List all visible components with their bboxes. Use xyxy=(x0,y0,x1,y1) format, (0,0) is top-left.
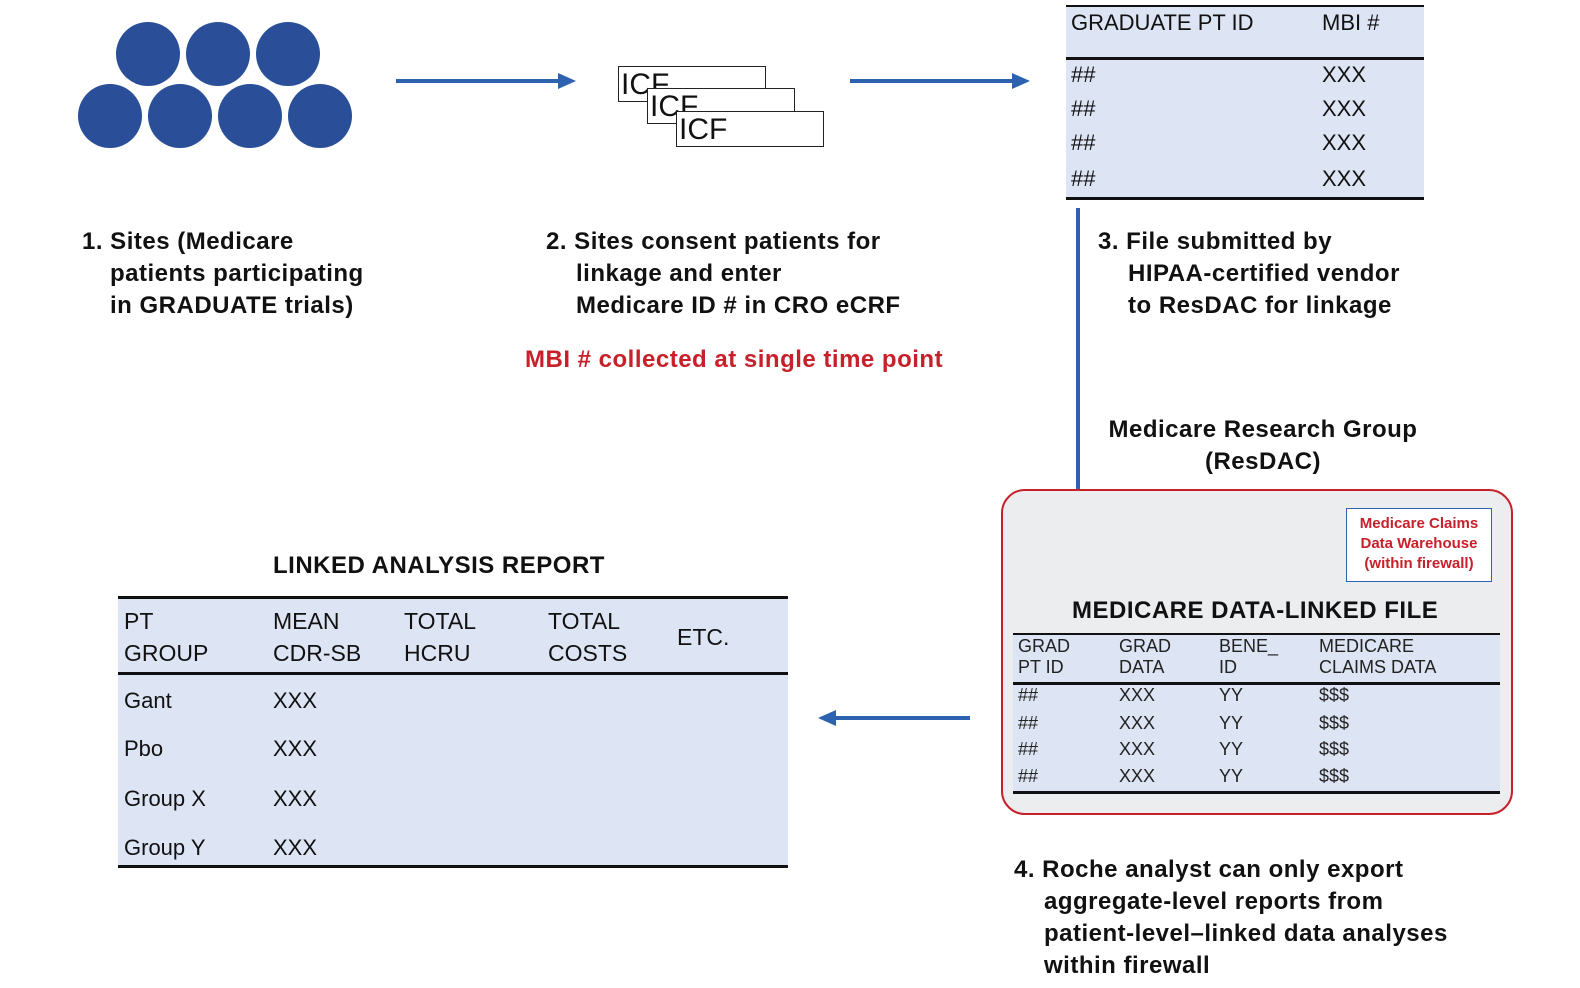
site-dot xyxy=(288,84,352,148)
site-dot xyxy=(218,84,282,148)
caption-line: in GRADUATE trials) xyxy=(110,292,354,319)
report-cell: Group Y xyxy=(124,835,206,860)
site-dot xyxy=(256,22,320,86)
header-line: GROUP xyxy=(124,640,209,666)
report-header: TOTAL HCRU xyxy=(404,605,476,669)
linked-file-cell: $$$ xyxy=(1319,685,1350,705)
site-dot xyxy=(148,84,212,148)
linked-file-cell: ## xyxy=(1018,713,1039,733)
step4-caption: 4. Roche analyst can only export aggrega… xyxy=(1014,854,1448,982)
id-table-cell: ## xyxy=(1071,166,1096,191)
linked-file-cell: ## xyxy=(1018,739,1039,759)
warehouse-line: Medicare Claims xyxy=(1359,515,1479,532)
header-line: TOTAL xyxy=(548,608,620,634)
linked-file-cell: ## xyxy=(1018,685,1039,705)
header-line: ETC. xyxy=(677,624,730,650)
report-title: LINKED ANALYSIS REPORT xyxy=(273,552,605,579)
linked-file-cell: YY xyxy=(1219,685,1244,705)
linked-file-cell: $$$ xyxy=(1319,713,1350,733)
site-dot xyxy=(116,22,180,86)
step3-caption: 3. File submitted by HIPAA-certified ven… xyxy=(1098,226,1400,322)
linked-file-cell: YY xyxy=(1219,739,1244,759)
warehouse-line: (within firewall) xyxy=(1364,555,1474,572)
header-line: GRAD xyxy=(1018,636,1071,656)
header-line: PT xyxy=(124,608,154,634)
site-dot xyxy=(78,84,142,148)
header-line: BENE_ xyxy=(1219,636,1279,656)
linked-file-title: MEDICARE DATA-LINKED FILE xyxy=(1072,597,1439,624)
caption-line: aggregate-level reports from xyxy=(1044,888,1384,915)
report-header: ETC. xyxy=(677,621,729,653)
id-table-cell: XXX xyxy=(1322,166,1367,191)
header-line: DATA xyxy=(1119,657,1165,677)
report-header: TOTAL COSTS xyxy=(548,605,627,669)
linked-file-header: GRAD PT ID xyxy=(1018,636,1070,678)
id-table-cell: XXX xyxy=(1322,62,1367,87)
id-table-cell: ## xyxy=(1071,96,1096,121)
site-dot xyxy=(186,22,250,86)
id-table-cell: ## xyxy=(1071,130,1096,155)
caption-line: patient-level–linked data analyses xyxy=(1044,920,1448,947)
id-table-cell: XXX xyxy=(1322,96,1367,121)
report-cell: XXX xyxy=(273,736,318,761)
header-line: CDR-SB xyxy=(273,640,362,666)
report-cell: Group X xyxy=(124,786,206,811)
caption-line: Medicare Research Group xyxy=(1108,416,1418,443)
caption-line: 2. Sites consent patients for xyxy=(546,228,881,255)
linked-file-header: GRAD DATA xyxy=(1119,636,1171,678)
linked-file-cell: ## xyxy=(1018,766,1039,786)
header-line: TOTAL xyxy=(404,608,476,634)
header-line: COSTS xyxy=(548,640,628,666)
linked-file-header: MEDICARE CLAIMS DATA xyxy=(1319,636,1436,678)
linked-file-cell: YY xyxy=(1219,766,1244,786)
header-line: PT ID xyxy=(1018,657,1064,677)
icf-form: ICF xyxy=(676,111,824,147)
linked-file-cell: YY xyxy=(1219,713,1244,733)
resdac-label: Medicare Research Group (ResDAC) xyxy=(1098,414,1428,478)
caption-line: HIPAA-certified vendor xyxy=(1128,260,1400,287)
linked-file-cell: XXX xyxy=(1119,713,1156,733)
report-cell: XXX xyxy=(273,688,318,713)
linked-file-cell: $$$ xyxy=(1319,766,1350,786)
report-cell: Pbo xyxy=(124,736,164,761)
caption-line: 1. Sites (Medicare xyxy=(82,228,294,255)
report-header: MEAN CDR-SB xyxy=(273,605,361,669)
step1-caption: 1. Sites (Medicare patients participatin… xyxy=(82,226,364,322)
id-table-header: MBI # xyxy=(1322,10,1380,35)
linked-file-cell: $$$ xyxy=(1319,739,1350,759)
id-table-cell: ## xyxy=(1071,62,1096,87)
header-line: GRAD xyxy=(1119,636,1172,656)
header-line: HCRU xyxy=(404,640,471,666)
linked-file-cell: XXX xyxy=(1119,739,1156,759)
warehouse-line: Data Warehouse xyxy=(1360,535,1478,552)
header-line: CLAIMS DATA xyxy=(1319,657,1437,677)
report-cell: XXX xyxy=(273,835,318,860)
caption-line: patients participating xyxy=(110,260,364,287)
step2-caption: 2. Sites consent patients for linkage an… xyxy=(546,226,901,322)
caption-line: to ResDAC for linkage xyxy=(1128,292,1392,319)
report-header: PT GROUP xyxy=(124,605,208,669)
caption-line: 3. File submitted by xyxy=(1098,228,1333,255)
header-line: MEDICARE xyxy=(1319,636,1415,656)
caption-line: within firewall xyxy=(1044,952,1211,979)
header-line: ID xyxy=(1219,657,1237,677)
caption-line: 4. Roche analyst can only export xyxy=(1014,856,1404,883)
mbi-note: MBI # collected at single time point xyxy=(525,346,944,373)
linked-file-header: BENE_ ID xyxy=(1219,636,1278,678)
report-cell: Gant xyxy=(124,688,172,713)
report-cell: XXX xyxy=(273,786,318,811)
caption-line: linkage and enter xyxy=(576,260,782,287)
linked-file-cell: XXX xyxy=(1119,766,1156,786)
caption-line: Medicare ID # in CRO eCRF xyxy=(576,292,901,319)
warehouse-label: Medicare Claims Data Warehouse (within f… xyxy=(1346,508,1492,582)
id-table-cell: XXX xyxy=(1322,130,1367,155)
caption-line: (ResDAC) xyxy=(1204,448,1321,475)
id-table-header: GRADUATE PT ID xyxy=(1071,10,1254,35)
header-line: MEAN xyxy=(273,608,340,634)
linked-file-cell: XXX xyxy=(1119,685,1156,705)
